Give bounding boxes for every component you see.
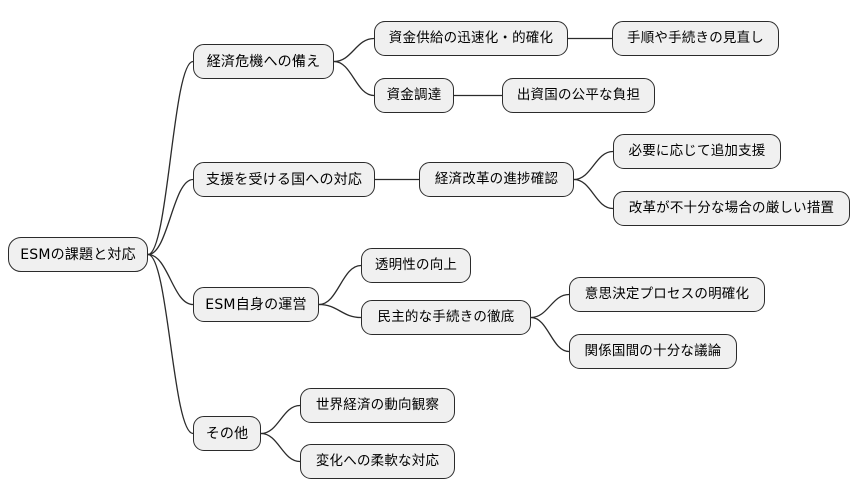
mindmap-node-label: ESM自身の運営 (205, 296, 307, 313)
mindmap-node-b3[interactable]: ESM自身の運営 (193, 287, 319, 322)
mindmap-node-b4c2[interactable]: 変化への柔軟な対応 (300, 444, 455, 479)
mindmap-node-b2c1b[interactable]: 改革が不十分な場合の厳しい措置 (613, 191, 850, 226)
mindmap-node-b3c1[interactable]: 透明性の向上 (361, 248, 471, 283)
mindmap-node-b4c1[interactable]: 世界経済の動向観察 (300, 388, 455, 423)
mindmap-node-label: 透明性の向上 (374, 256, 458, 273)
mindmap-node-label: ESMの課題と対応 (20, 246, 136, 263)
mindmap-node-b2c1[interactable]: 経済改革の進捗確認 (419, 162, 574, 197)
mindmap-node-b4[interactable]: その他 (193, 416, 261, 451)
mindmap-node-label: 世界経済の動向観察 (315, 396, 440, 413)
mindmap-node-label: その他 (205, 425, 249, 442)
mindmap-node-b2c1a[interactable]: 必要に応じて追加支援 (613, 134, 781, 169)
mindmap-node-label: 資金供給の迅速化・的確化 (388, 29, 554, 46)
mindmap-node-label: 経済危機への備え (206, 53, 321, 70)
mindmap-node-label: 支援を受ける国への対応 (205, 171, 363, 188)
mindmap-node-b3c2b[interactable]: 関係国間の十分な議論 (569, 334, 737, 369)
mindmap-node-b1c2[interactable]: 資金調達 (374, 78, 454, 113)
mindmap-node-label: 関係国間の十分な議論 (584, 342, 722, 359)
mindmap-node-label: 資金調達 (386, 86, 442, 103)
mindmap-node-b1c1a[interactable]: 手順や手続きの見直し (612, 21, 779, 56)
mindmap-node-label: 手順や手続きの見直し (627, 29, 764, 46)
mindmap-node-label: 出資国の公平な負担 (516, 86, 641, 103)
mindmap-node-label: 変化への柔軟な対応 (315, 452, 440, 469)
mindmap-node-b1c1[interactable]: 資金供給の迅速化・的確化 (374, 21, 568, 56)
mindmap-node-b1c2a[interactable]: 出資国の公平な負担 (502, 78, 655, 113)
mindmap-node-label: 意思決定プロセスの明確化 (584, 285, 750, 302)
mindmap-node-label: 経済改革の進捗確認 (434, 170, 559, 187)
mindmap-node-label: 必要に応じて追加支援 (628, 142, 766, 159)
mindmap-node-b3c2[interactable]: 民主的な手続きの徹底 (361, 300, 531, 335)
mindmap-node-b1[interactable]: 経済危機への備え (193, 44, 334, 79)
mindmap-node-label: 民主的な手続きの徹底 (377, 308, 515, 325)
mindmap-node-label: 改革が不十分な場合の厳しい措置 (628, 199, 835, 216)
mindmap-node-b3c2a[interactable]: 意思決定プロセスの明確化 (569, 277, 765, 312)
mindmap-node-root[interactable]: ESMの課題と対応 (8, 237, 148, 272)
mindmap-node-b2[interactable]: 支援を受ける国への対応 (193, 162, 375, 197)
